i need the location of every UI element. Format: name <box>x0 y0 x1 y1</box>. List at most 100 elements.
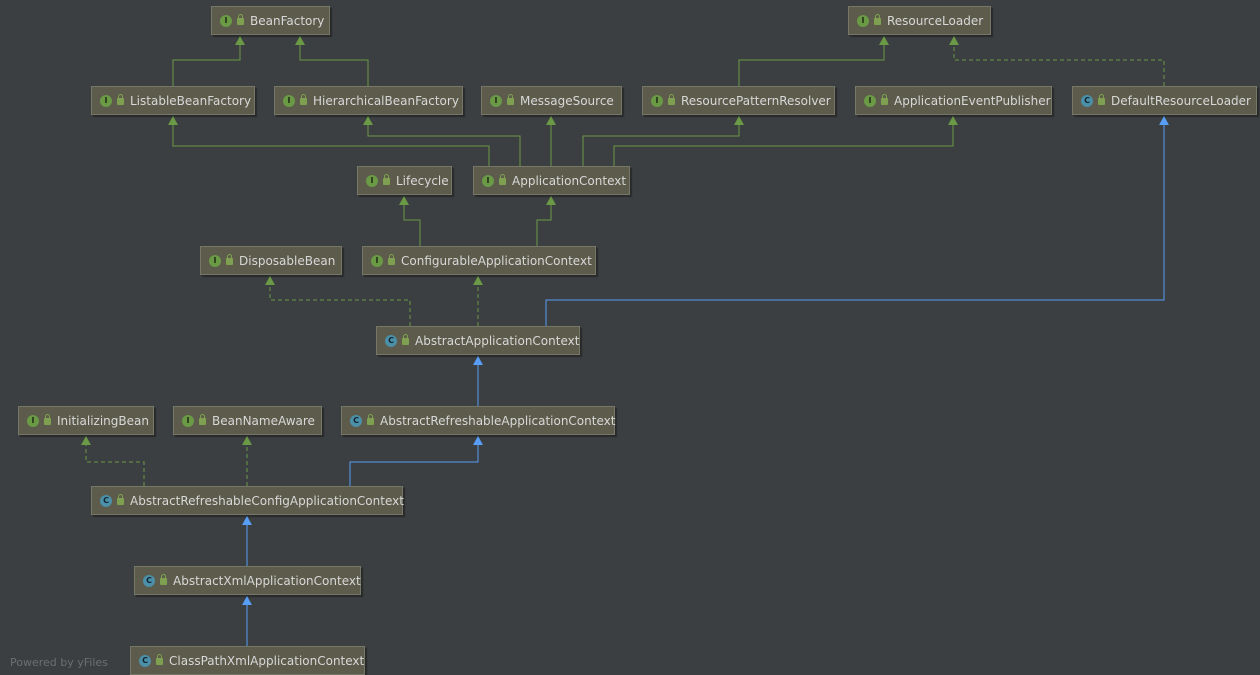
node-label: ConfigurableApplicationContext <box>401 253 592 268</box>
public-lock-icon <box>156 654 163 665</box>
node-label: BeanNameAware <box>212 413 315 428</box>
public-lock-icon <box>237 14 244 25</box>
node-label: ApplicationEventPublisher <box>894 93 1051 108</box>
node-disposable-bean[interactable]: I DisposableBean <box>200 246 342 275</box>
edge-implements <box>85 436 145 486</box>
edge-arrowhead <box>295 36 305 45</box>
edge-interface-extends <box>403 196 421 246</box>
class-icon: C <box>385 334 397 347</box>
edge-arrowhead <box>242 436 252 445</box>
edge-arrowhead <box>546 196 556 205</box>
edge-arrowhead <box>235 36 245 45</box>
node-label: MessageSource <box>520 93 614 108</box>
edge-arrowhead <box>1159 116 1169 125</box>
node-label: InitializingBean <box>57 413 149 428</box>
edge-extends <box>545 116 1165 326</box>
interface-icon: I <box>220 14 232 27</box>
interface-icon: I <box>651 94 663 107</box>
node-label: AbstractRefreshableConfigApplicationCont… <box>130 493 404 508</box>
interface-icon: I <box>482 174 494 187</box>
node-application-context[interactable]: I ApplicationContext <box>473 166 630 195</box>
node-application-event-publisher[interactable]: I ApplicationEventPublisher <box>855 86 1052 115</box>
public-lock-icon <box>874 14 881 25</box>
node-abstract-refreshable-application-context[interactable]: C AbstractRefreshableApplicationContext <box>341 406 615 435</box>
edge-arrowhead <box>242 596 252 605</box>
node-label: ApplicationContext <box>512 173 627 188</box>
edge-arrowhead <box>473 356 483 365</box>
node-label: ResourceLoader <box>887 13 984 28</box>
interface-icon: I <box>371 254 383 267</box>
node-label: ResourcePatternResolver <box>681 93 831 108</box>
interface-icon: I <box>366 174 378 187</box>
public-lock-icon <box>1098 94 1105 105</box>
interface-icon: I <box>490 94 502 107</box>
edge-arrowhead <box>363 116 373 125</box>
node-label: HierarchicalBeanFactory <box>313 93 459 108</box>
node-bean-name-aware[interactable]: I BeanNameAware <box>173 406 322 435</box>
node-label: ListableBeanFactory <box>130 93 252 108</box>
node-abstract-xml-application-context[interactable]: C AbstractXmlApplicationContext <box>134 566 361 595</box>
public-lock-icon <box>499 174 506 185</box>
node-label: BeanFactory <box>250 13 325 28</box>
node-resource-loader[interactable]: I ResourceLoader <box>848 6 991 35</box>
interface-icon: I <box>182 414 194 427</box>
node-lifecycle[interactable]: I Lifecycle <box>357 166 452 195</box>
interface-icon: I <box>857 14 869 27</box>
public-lock-icon <box>160 574 167 585</box>
public-lock-icon <box>383 174 390 185</box>
edge-arrowhead <box>81 436 91 445</box>
public-lock-icon <box>668 94 675 105</box>
public-lock-icon <box>367 414 374 425</box>
node-label: AbstractXmlApplicationContext <box>173 573 361 588</box>
node-label: AbstractRefreshableApplicationContext <box>380 413 616 428</box>
edge-interface-extends <box>613 116 954 166</box>
node-bean-factory[interactable]: I BeanFactory <box>211 6 330 35</box>
class-icon: C <box>100 494 112 507</box>
edge-interface-extends <box>536 196 552 246</box>
public-lock-icon <box>402 334 409 345</box>
public-lock-icon <box>881 94 888 105</box>
edge-interface-extends <box>738 36 885 86</box>
node-message-source[interactable]: I MessageSource <box>481 86 622 115</box>
edge-interface-extends <box>299 36 369 86</box>
edge-implements <box>269 276 411 326</box>
node-hierarchical-bean-factory[interactable]: I HierarchicalBeanFactory <box>274 86 463 115</box>
public-lock-icon <box>44 414 51 425</box>
node-configurable-application-context[interactable]: I ConfigurableApplicationContext <box>362 246 596 275</box>
public-lock-icon <box>226 254 233 265</box>
edge-extends <box>349 436 479 486</box>
interface-icon: I <box>864 94 876 107</box>
edge-arrowhead <box>168 116 178 125</box>
interface-icon: I <box>100 94 112 107</box>
edge-arrowhead <box>879 36 889 45</box>
class-icon: C <box>139 654 151 667</box>
edge-implements <box>953 36 1165 86</box>
edge-interface-extends <box>172 36 241 86</box>
node-abstract-refreshable-config-application-context[interactable]: C AbstractRefreshableConfigApplicationCon… <box>91 486 404 515</box>
edge-arrowhead <box>399 196 409 205</box>
public-lock-icon <box>117 494 124 505</box>
public-lock-icon <box>199 414 206 425</box>
public-lock-icon <box>507 94 514 105</box>
edge-arrowhead <box>734 116 744 125</box>
class-icon: C <box>350 414 362 427</box>
edge-arrowhead <box>265 276 275 285</box>
class-icon: C <box>1081 94 1093 107</box>
edge-arrowhead <box>948 116 958 125</box>
node-label: Lifecycle <box>396 173 449 188</box>
node-label: DisposableBean <box>239 253 336 268</box>
public-lock-icon <box>117 94 124 105</box>
node-listable-bean-factory[interactable]: I ListableBeanFactory <box>91 86 255 115</box>
interface-icon: I <box>283 94 295 107</box>
interface-icon: I <box>209 254 221 267</box>
public-lock-icon <box>388 254 395 265</box>
node-resource-pattern-resolver[interactable]: I ResourcePatternResolver <box>642 86 835 115</box>
edge-arrowhead <box>949 36 959 45</box>
powered-by-footer: Powered by yFiles <box>10 656 108 669</box>
class-icon: C <box>143 574 155 587</box>
